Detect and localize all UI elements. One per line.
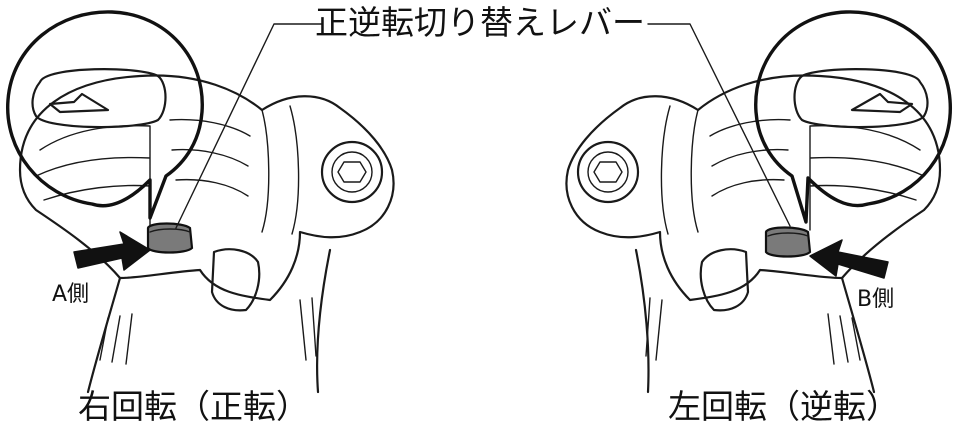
right-tool-body: [565, 74, 942, 302]
lever-title: 正逆転切り替えレバー: [315, 3, 645, 42]
right-tool-housing-ribs: [709, 118, 925, 231]
right-tool-lever: [764, 226, 812, 258]
caption-right-rotation: 右回転（正転）: [78, 387, 309, 426]
impact-driver-right-rotation: [6, 10, 395, 394]
left-tool-housing-ribs: [35, 118, 251, 231]
left-tool-lever: [146, 222, 194, 254]
right-callout-bubble: [754, 10, 952, 224]
left-callout-bubble: [6, 10, 204, 220]
side-b-label: B側: [857, 287, 895, 312]
right-tool-trigger: [699, 248, 750, 312]
right-tool-lever-highlight: [767, 232, 809, 237]
right-tool-chuck-hex: [593, 161, 623, 183]
left-tool-handle: [86, 248, 332, 394]
right-tool-chuck: [576, 140, 640, 204]
caption-left-rotation: 左回転（逆転）: [668, 387, 899, 426]
right-leader-line: [647, 23, 791, 227]
left-tool-grip-lines: [99, 297, 317, 365]
right-tool-chuck-inner: [587, 151, 629, 193]
left-tool-lever-highlight: [149, 228, 191, 233]
left-callout-switch-outline: [31, 68, 167, 129]
right-arrow-b: [809, 239, 889, 279]
impact-driver-left-rotation: [565, 10, 952, 394]
left-arrow-a: [73, 231, 151, 271]
left-tool-chuck-hex: [337, 161, 367, 183]
right-callout-switch-outline: [793, 68, 929, 129]
left-tool-body: [18, 74, 395, 302]
left-tool-hammer-case: [261, 105, 300, 235]
left-leader-line: [175, 23, 323, 229]
left-tool-chuck: [320, 140, 384, 204]
right-tool-hammer-case: [660, 105, 699, 235]
right-tool-handle: [634, 248, 876, 394]
left-callout-switch-mark: [48, 92, 110, 114]
left-tool-trigger: [210, 248, 261, 312]
right-tool-grip-lines: [645, 297, 861, 365]
side-a-label: A側: [52, 282, 90, 307]
right-callout-switch-mark: [850, 92, 914, 114]
left-tool-chuck-inner: [331, 151, 373, 193]
